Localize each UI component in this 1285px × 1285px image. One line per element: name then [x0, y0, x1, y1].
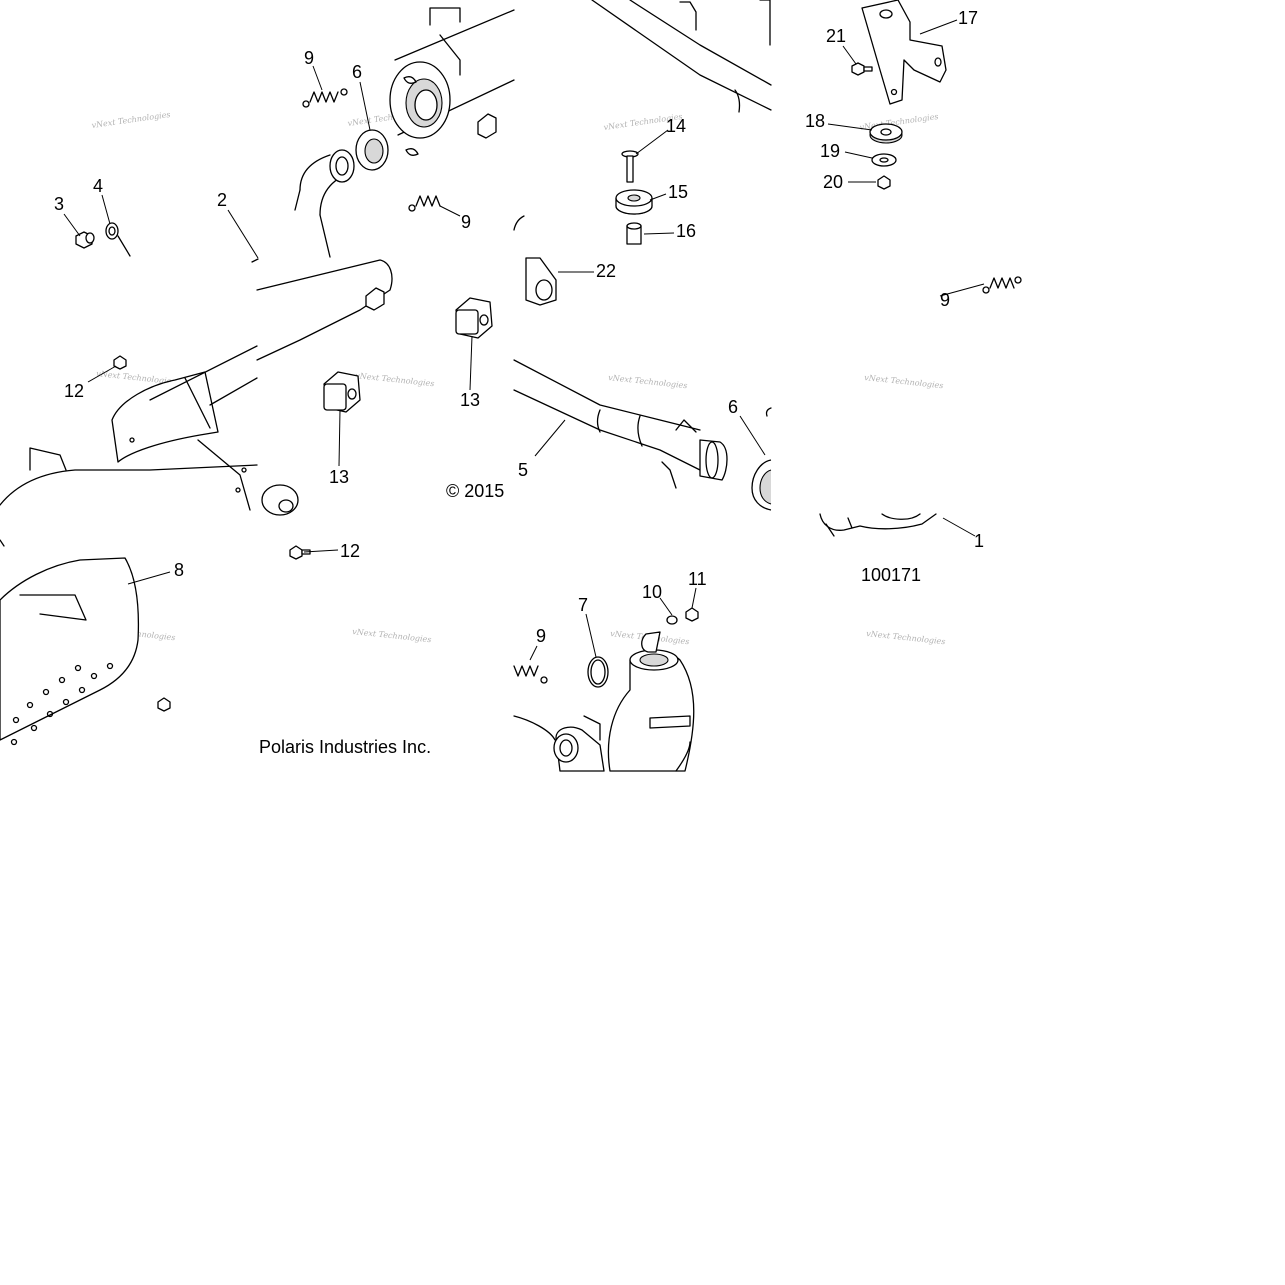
callout-22: 22 — [596, 261, 616, 281]
tile-lower-right — [513, 607, 699, 772]
tile-far-middle-right — [982, 276, 1022, 294]
bolt-part-12-c — [289, 545, 311, 560]
callout-7: 7 — [578, 595, 588, 615]
callout-8: 8 — [174, 560, 184, 580]
callout-16: 16 — [676, 221, 696, 241]
callout-11: 11 — [688, 569, 707, 589]
head-pipe-lower — [513, 631, 695, 772]
watermark: vNext Technologies — [608, 373, 688, 390]
leader-lines — [63, 19, 985, 661]
bracket-part-22 — [513, 215, 557, 306]
washer-part-19 — [871, 153, 897, 167]
muffler-heat-shield — [111, 345, 258, 463]
washer-part-4 — [105, 222, 131, 257]
company-name: Polaris Industries Inc. — [259, 737, 431, 757]
washer-part-10 — [666, 615, 678, 625]
callout-21: 21 — [826, 26, 846, 46]
spring-part-9-d — [513, 665, 548, 684]
gasket-part-6-b — [751, 407, 772, 511]
callout-14: 14 — [666, 116, 686, 136]
callout-2: 2 — [217, 190, 227, 210]
watermark: vNext Technologies — [91, 110, 171, 130]
callout-12: 12 — [64, 381, 84, 401]
callout-labels: 1 2 3 4 5 6 6 7 8 9 9 9 9 10 11 12 12 13… — [54, 8, 984, 646]
tail-pipe-part-5 — [513, 359, 728, 489]
callout-1: 1 — [974, 531, 984, 551]
bolt-part-12-b — [157, 697, 171, 712]
bolt-part-12 — [113, 355, 127, 370]
nut-part-20 — [877, 175, 891, 190]
tile-top-left — [75, 222, 259, 263]
bolt-part-21 — [851, 62, 873, 76]
callout-20: 20 — [823, 172, 843, 192]
bolt-part-14 — [621, 150, 639, 183]
callout-10: 10 — [642, 582, 662, 602]
muffler-part-1 — [819, 513, 937, 537]
tile-top-middle — [294, 7, 515, 258]
callout-12-b: 12 — [340, 541, 360, 561]
grommet-part-13 — [455, 297, 493, 339]
gasket-part-6 — [355, 129, 389, 171]
muffler-part-8 — [0, 557, 140, 746]
spring-part-9 — [302, 88, 348, 108]
callout-9: 9 — [304, 48, 314, 68]
callout-18: 18 — [805, 111, 825, 131]
spring-part-9-c — [982, 276, 1022, 294]
callout-15: 15 — [668, 182, 688, 202]
tile-top-right — [513, 0, 772, 306]
stud-part-2 — [251, 258, 259, 263]
watermark: vNext Technologies — [866, 629, 946, 646]
callout-19: 19 — [820, 141, 840, 161]
tile-middle-middle — [256, 259, 493, 413]
nut-part-11 — [685, 607, 699, 622]
tile-middle-right — [513, 359, 772, 511]
callout-6: 6 — [352, 62, 362, 82]
nut-part-3 — [75, 231, 95, 249]
sleeve-part-16 — [626, 222, 642, 245]
tile-far-top-right — [851, 0, 947, 190]
copyright-text: © 2015 — [446, 481, 504, 501]
tile-far-lower-right — [819, 513, 937, 537]
muffler-lower-body — [0, 439, 299, 516]
watermark: vNext Technologies — [355, 371, 435, 388]
head-pipe — [294, 149, 355, 258]
callout-17: 17 — [958, 8, 978, 28]
grommet-part-15 — [615, 189, 653, 215]
tile-lower-middle — [289, 545, 311, 560]
callout-9-c: 9 — [940, 290, 950, 310]
figure-id: 100171 — [861, 565, 921, 585]
watermarks: vNext Technologies vNext Technologies vN… — [91, 108, 946, 646]
callout-4: 4 — [93, 176, 103, 196]
callout-13: 13 — [460, 390, 480, 410]
callout-9-b: 9 — [461, 212, 471, 232]
callout-6-b: 6 — [728, 397, 738, 417]
spring-part-9-b — [408, 195, 441, 212]
watermark: vNext Technologies — [352, 627, 432, 644]
watermark: vNext Technologies — [864, 373, 944, 390]
grommet-part-18 — [869, 123, 903, 144]
callout-9-d: 9 — [536, 626, 546, 646]
seal-part-7 — [587, 656, 609, 688]
grommet-part-13-b — [323, 371, 361, 413]
callout-3: 3 — [54, 194, 64, 214]
callout-5: 5 — [518, 460, 528, 480]
tile-middle-left — [0, 345, 299, 516]
tile-lower-left — [0, 539, 171, 746]
bracket-part-17 — [861, 0, 947, 105]
callout-13-b: 13 — [329, 467, 349, 487]
